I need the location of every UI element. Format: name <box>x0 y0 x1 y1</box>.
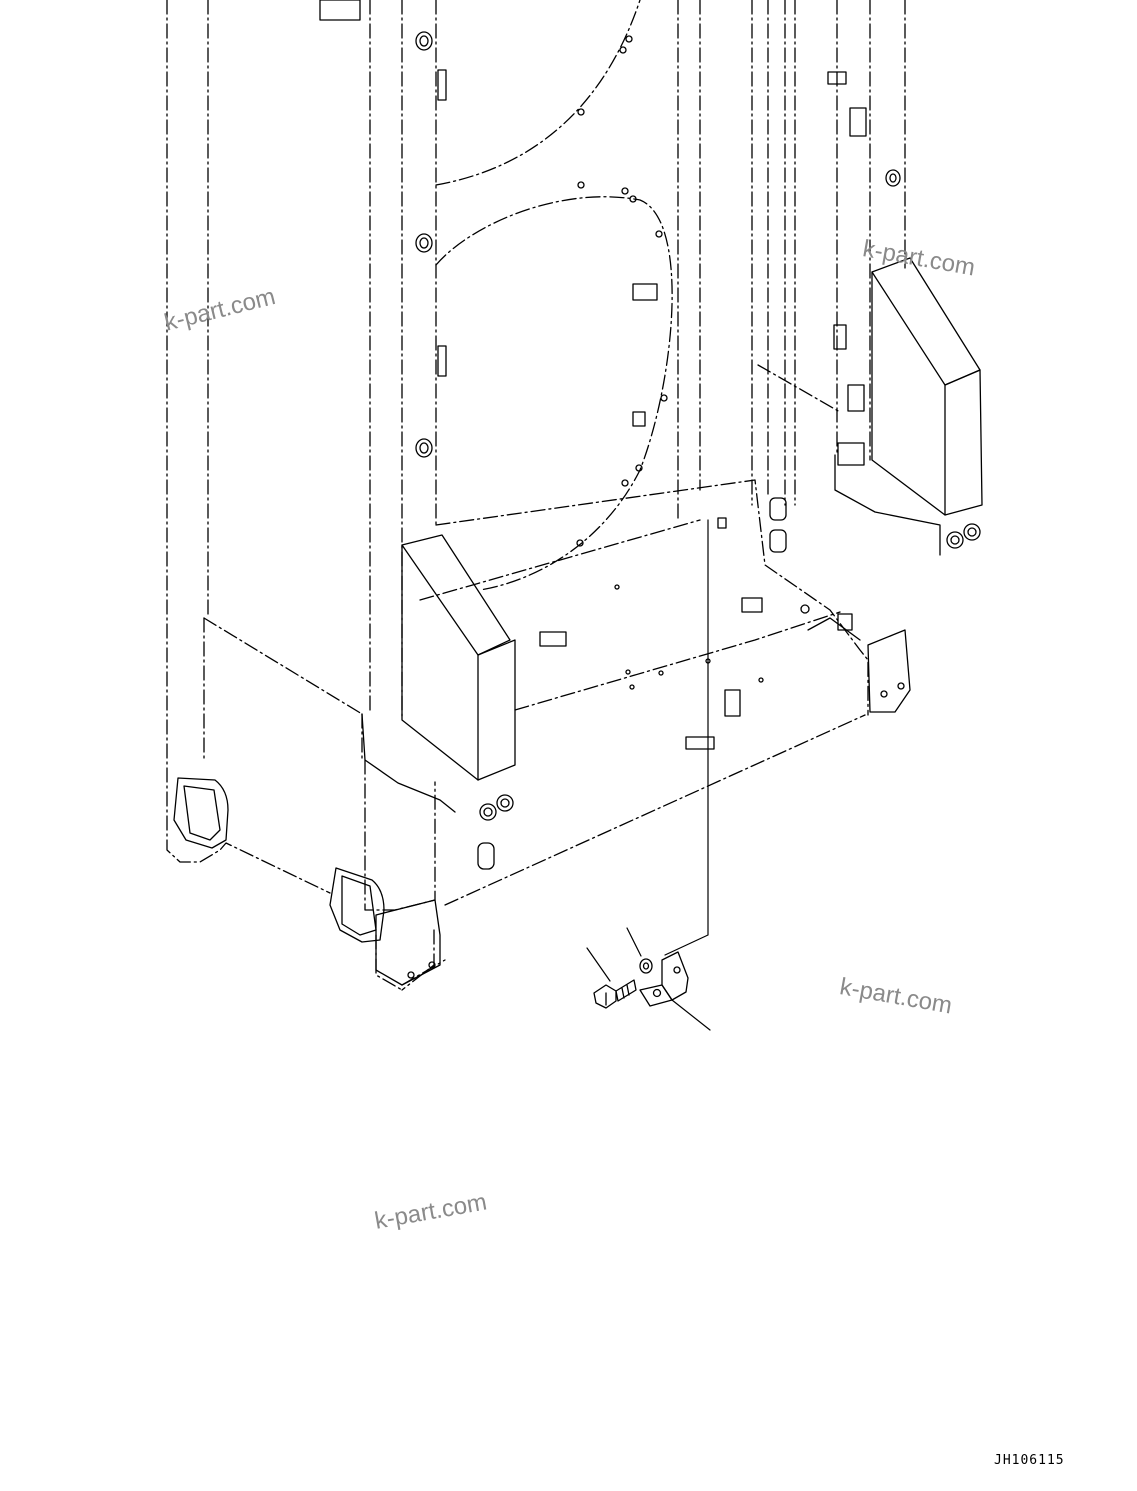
frame-solid-details <box>173 0 983 986</box>
exploded-fasteners <box>586 519 711 1031</box>
bolt-part <box>586 947 637 1009</box>
bracket-part <box>639 951 711 1031</box>
frame-phantom-outline <box>166 0 906 991</box>
drawing-number: JH106115 <box>994 1453 1065 1468</box>
washer-part <box>626 927 653 974</box>
